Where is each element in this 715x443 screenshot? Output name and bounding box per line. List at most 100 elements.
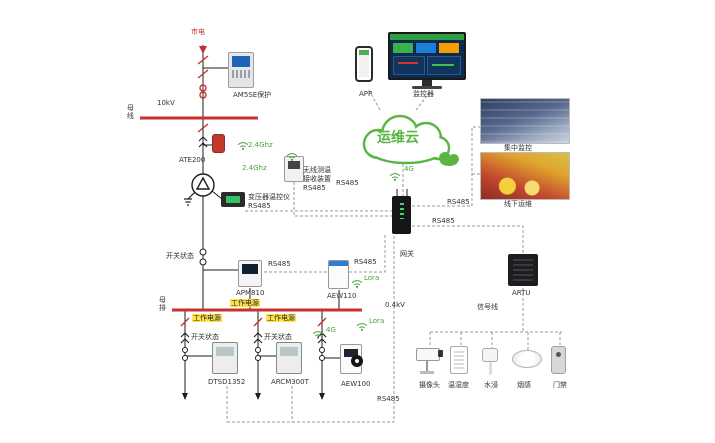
ct-clamp-ring [351, 355, 363, 367]
apm810-meter [238, 260, 262, 287]
label-freq-b: 2.4Ghz [242, 164, 267, 172]
label-transformer-controller-rs485: RS485 [248, 202, 271, 210]
label-apm810-rs485: RS485 [268, 260, 291, 268]
monitoring-pc [388, 32, 466, 90]
dashboard-panel-left [393, 56, 425, 75]
feed-arrow [199, 46, 207, 54]
label-gateway: 网关 [400, 250, 414, 258]
label-rs485-right-b: RS485 [432, 217, 455, 225]
label-aew110-rs485: RS485 [354, 258, 377, 266]
relay-keys [232, 70, 250, 78]
label-dtsd1352: DTSD1352 [208, 378, 246, 386]
monitor-stand [422, 80, 432, 86]
label-receiver-rs485: RS485 [336, 179, 359, 187]
label-rs485-right-a: RS485 [447, 198, 470, 206]
receiver-screen [288, 161, 300, 169]
label-receiver-line3: RS485 [303, 184, 326, 192]
gateway-leds [399, 203, 404, 219]
label-working-power-main: 工作电源 [230, 299, 260, 308]
label-busbar-lv: 母排 [158, 296, 167, 312]
small-cloud-icon [439, 152, 459, 166]
temp-humidity-sensor [450, 346, 468, 374]
monitor-base [412, 86, 442, 89]
gateway-device [392, 196, 411, 234]
load-arrows [182, 393, 325, 400]
smoke-detector [512, 350, 542, 368]
label-photo-ops: 线下运维 [504, 200, 532, 208]
ct-circles [182, 248, 325, 361]
label-water: 水浸 [484, 381, 498, 389]
wifi-icon-receiver [286, 146, 298, 161]
dashboard-red-bar [398, 62, 418, 64]
water-sensor-head [482, 348, 498, 362]
label-working-power-2: 工作电源 [266, 314, 296, 323]
door-access-device [551, 346, 566, 374]
water-sensor-probe [488, 362, 492, 375]
wifi-icon-aew110-lora [351, 273, 363, 288]
busbars [140, 116, 362, 312]
transformer-symbol [191, 173, 215, 197]
label-receiver-line2: 接收装置 [303, 175, 331, 183]
dashboard-tile-green [393, 43, 413, 53]
camera-pole [426, 360, 428, 371]
ground-symbol [184, 191, 196, 206]
label-aew100: AEW100 [341, 380, 371, 388]
dashboard-header [390, 34, 464, 40]
label-temp-humidity: 温湿度 [448, 381, 469, 389]
wifi-icon-gateway-4g [389, 166, 401, 181]
artu-slots [513, 259, 533, 281]
label-camera: 摄像头 [419, 381, 440, 389]
label-artu: ARTU [512, 289, 531, 297]
pc-screen [388, 32, 466, 80]
arcm300t-meter [276, 342, 302, 374]
wireless-receiver-device [284, 156, 304, 182]
label-gateway-4g: 4G [404, 165, 414, 173]
camera-base [420, 371, 434, 374]
cloud-label: 运维云 [377, 130, 419, 146]
wifi-icon-feeder-4g [312, 324, 324, 339]
wifi-icon-ate200 [237, 135, 249, 150]
label-protection-relay: AM5SE保护 [233, 91, 272, 99]
phone-screen [359, 50, 369, 77]
label-smoke: 烟感 [517, 381, 531, 389]
arcm300t-screen [280, 347, 298, 356]
cloud-shape [362, 114, 459, 166]
label-working-power-1: 工作电源 [192, 314, 222, 323]
ate200-temp-sensor [212, 134, 225, 153]
label-receiver-line1: 无线测温 [303, 166, 331, 174]
label-app: APP [359, 90, 373, 98]
water-leak-sensor [482, 348, 498, 376]
camera-device [414, 344, 444, 376]
label-arcm300t: ARCM300T [271, 378, 309, 386]
photo-field-operations [480, 152, 570, 200]
label-aew100-lora: Lora [369, 317, 385, 325]
dashboard-tile-blue [416, 43, 436, 53]
aew110-meter [328, 260, 349, 289]
label-signal-line: 信号线 [477, 303, 498, 311]
switch-chevrons [180, 136, 327, 344]
artu-device [508, 254, 538, 286]
label-apm810: APM810 [236, 289, 265, 297]
label-busbar-hv: 母线 [126, 104, 135, 120]
label-monitor: 监控器 [413, 90, 434, 98]
label-transformer-controller: 变压器温控仪 [248, 193, 290, 201]
aew100-screen [344, 349, 358, 357]
apm810-screen [242, 264, 258, 274]
dashboard-green-bar [432, 64, 454, 66]
dtsd1352-meter [212, 342, 238, 374]
label-voltage-lv: 0.4kV [385, 301, 405, 309]
label-aew110: AEW110 [327, 292, 357, 300]
label-rs485-bottom: RS485 [377, 395, 400, 403]
label-voltage-hv: 10kV [157, 99, 175, 107]
breaker-symbols [180, 55, 327, 327]
dashboard-tile-yellow [439, 43, 459, 53]
transformer-temp-controller [221, 192, 245, 207]
sensor-vents [454, 351, 464, 369]
label-aew110-lora: Lora [364, 274, 380, 282]
door-access-button [556, 352, 561, 357]
label-ate200: ATE200 [179, 156, 206, 164]
dashed-comm-lines [226, 89, 562, 423]
camera-lens [438, 350, 443, 357]
